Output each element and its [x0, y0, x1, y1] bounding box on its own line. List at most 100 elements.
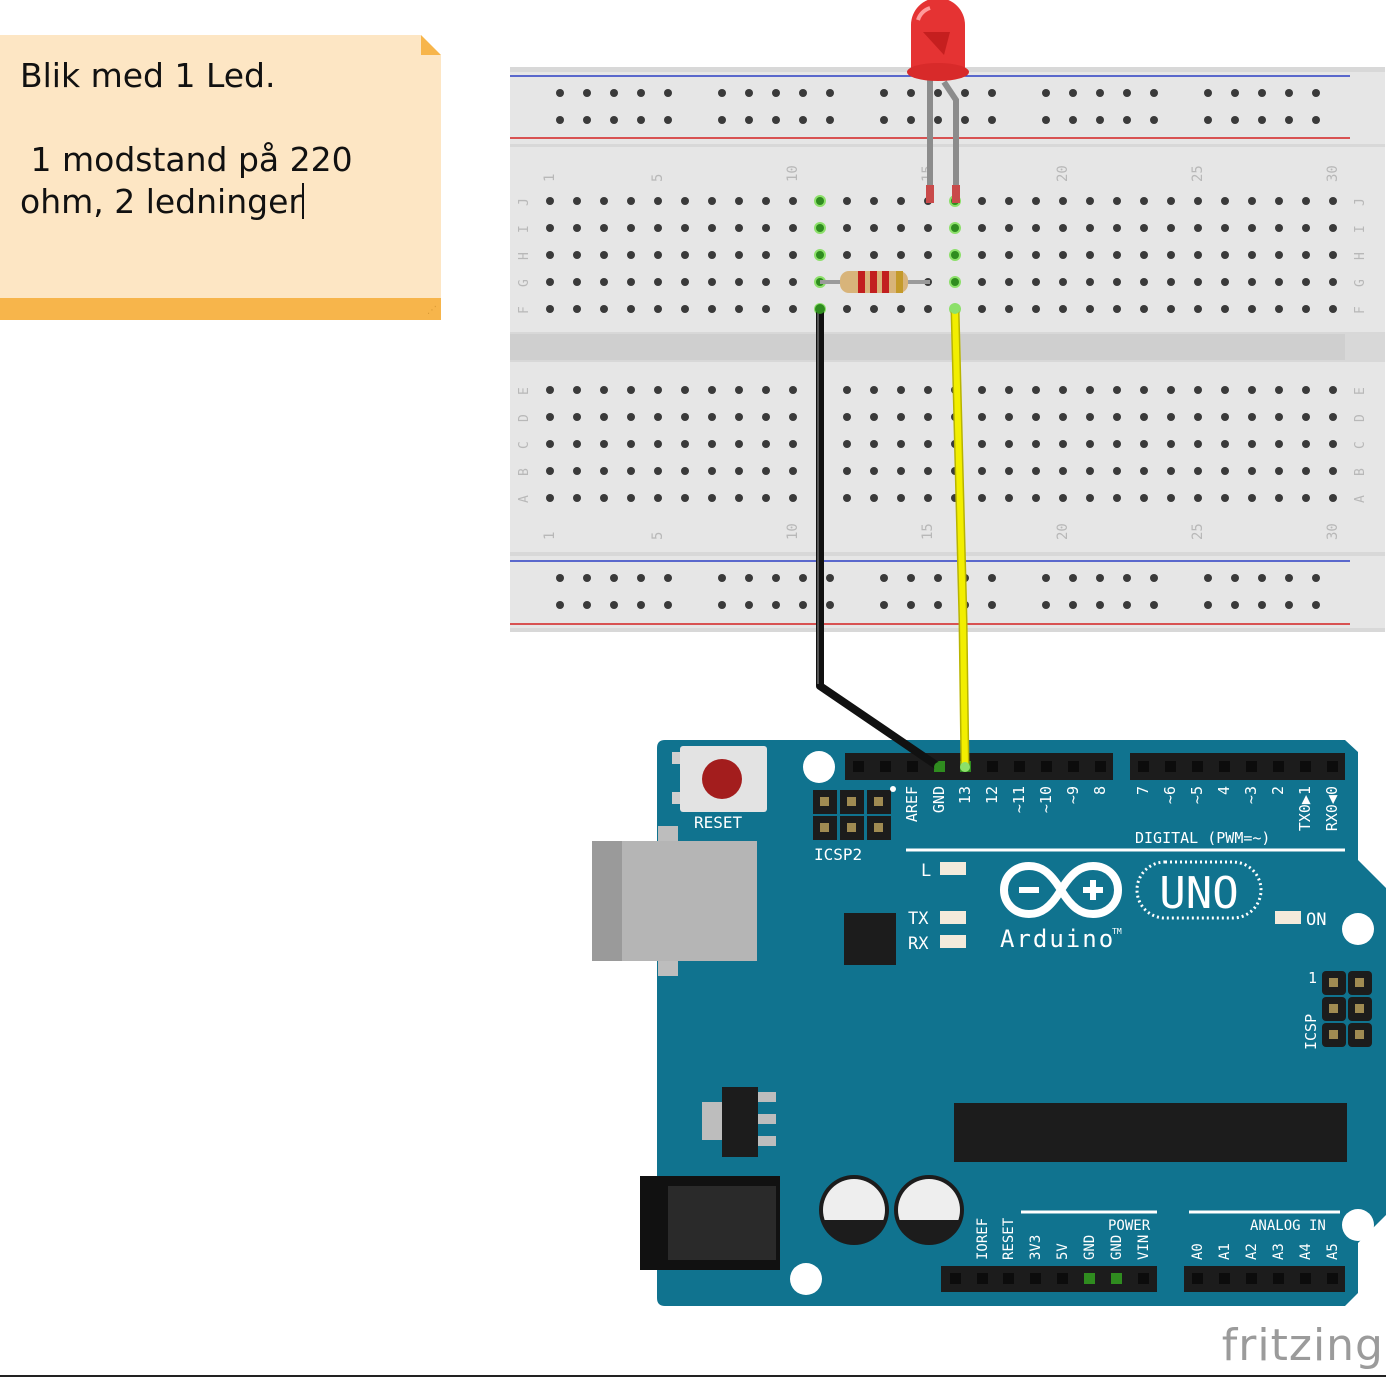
led-tx-label: TX [908, 909, 929, 929]
hole [735, 251, 743, 259]
icsp2-label: ICSP2 [814, 845, 862, 864]
row-letter-right: E [1353, 387, 1368, 395]
hole [708, 197, 716, 205]
hole [654, 494, 662, 502]
rail-hole [1312, 601, 1320, 609]
row-letter-right: J [1353, 198, 1368, 206]
hole [1275, 251, 1283, 259]
arduino-logo-text: Arduino [1000, 925, 1115, 953]
header-socket [853, 761, 864, 772]
hole [681, 413, 689, 421]
rail-hole [988, 601, 996, 609]
hole [600, 197, 608, 205]
icsp2-pad [820, 823, 829, 832]
rail-hole [1123, 574, 1131, 582]
row-letter-left: G [517, 279, 532, 287]
uno-label: UNO [1159, 868, 1238, 919]
rail-hole [1096, 574, 1104, 582]
hole [735, 467, 743, 475]
hole [1302, 224, 1310, 232]
digital-pin-label: 4 [1215, 786, 1233, 795]
hole [573, 197, 581, 205]
header-socket [1219, 761, 1230, 772]
hole [573, 413, 581, 421]
hole [1140, 251, 1148, 259]
hole [1032, 278, 1040, 286]
hole [762, 224, 770, 232]
note-text[interactable]: Blik med 1 Led. 1 modstand på 220 ohm, 2… [20, 55, 420, 223]
rail-hole [1123, 601, 1131, 609]
hole [573, 224, 581, 232]
column-number-bottom: 30 [1325, 523, 1341, 540]
hole [627, 440, 635, 448]
rail-hole [988, 89, 996, 97]
row-letter-left: C [517, 441, 532, 449]
hole [924, 224, 932, 232]
hole [708, 278, 716, 286]
icsp2-pad [847, 823, 856, 832]
rail-hole [745, 601, 753, 609]
hole [870, 305, 878, 313]
rail-hole [583, 601, 591, 609]
hole [1032, 494, 1040, 502]
hole [1005, 467, 1013, 475]
icsp-pad [1329, 1030, 1338, 1039]
hole [1167, 305, 1175, 313]
hole [870, 413, 878, 421]
hole [546, 467, 554, 475]
hole [762, 440, 770, 448]
column-number-bottom: 5 [650, 532, 666, 540]
hole [1059, 440, 1067, 448]
hole [1194, 224, 1202, 232]
hole [546, 494, 554, 502]
hole [1140, 305, 1148, 313]
regulator-leg [758, 1092, 776, 1102]
rail-hole [934, 116, 942, 124]
hole [681, 224, 689, 232]
digital-pin-label: 8 [1091, 786, 1109, 795]
rail-hole [745, 89, 753, 97]
hole [1221, 413, 1229, 421]
led-tx-indicator [940, 911, 966, 924]
header-socket [1003, 1273, 1014, 1284]
hole [654, 386, 662, 394]
digital-pin-label: ~9 [1064, 786, 1082, 804]
hole [1113, 197, 1121, 205]
row-letter-left: A [517, 495, 532, 503]
rail-hole [637, 116, 645, 124]
power-label: POWER [1108, 1218, 1151, 1234]
led-leg-tip [926, 185, 934, 203]
wire-end [934, 762, 944, 772]
sticky-note[interactable]: ⋰ Blik med 1 Led. 1 modstand på 220 ohm,… [0, 35, 441, 320]
hole [1302, 467, 1310, 475]
resize-grip-icon[interactable]: ⋰ [427, 305, 437, 316]
hole [1248, 413, 1256, 421]
header-socket [1273, 761, 1284, 772]
reset-label: RESET [694, 813, 743, 832]
hole [789, 494, 797, 502]
digital-pin-label: 12 [983, 786, 1001, 804]
hole [1275, 494, 1283, 502]
regulator-leg [758, 1136, 776, 1146]
header-socket [1068, 761, 1079, 772]
rail-hole [772, 601, 780, 609]
hole [789, 413, 797, 421]
hole [897, 251, 905, 259]
rail-hole [745, 116, 753, 124]
resistor-band [882, 271, 889, 293]
digital-pin-label: AREF [903, 786, 921, 822]
rail-hole [718, 601, 726, 609]
rail-hole [1069, 601, 1077, 609]
hole [627, 494, 635, 502]
hole [735, 494, 743, 502]
hole [1167, 440, 1175, 448]
column-number-top: 5 [650, 174, 666, 182]
hole [870, 251, 878, 259]
hole [600, 413, 608, 421]
analog-pin-label: A5 [1325, 1243, 1341, 1260]
hole [546, 224, 554, 232]
analog-header [1184, 1266, 1345, 1292]
rail-hole [988, 574, 996, 582]
ground-wire [816, 309, 942, 771]
power-pin-label: 3V3 [1028, 1235, 1044, 1260]
